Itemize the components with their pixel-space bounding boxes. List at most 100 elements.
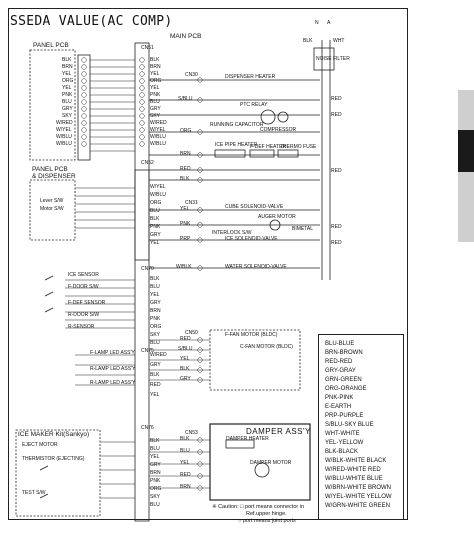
top-blk: BLK	[303, 38, 313, 44]
cn51-wire-5: YEL	[150, 85, 160, 91]
f-def-heater-label: F-DEF HEATER	[250, 144, 287, 150]
red-label-5: RED	[331, 240, 342, 246]
lamp-wire-4: RED	[150, 382, 161, 388]
power-wire-2: ORG	[180, 128, 192, 134]
legend-item: W/BRN-WHITE BROWN	[325, 485, 391, 491]
legend-item: S/BLU-SKY BLUE	[325, 422, 374, 428]
main-pcb-strip	[134, 42, 150, 522]
lever-sw-label: Lever S/W	[40, 198, 64, 204]
thermo-fuse-label: THERMO FUSE	[280, 144, 317, 150]
damper-wire-3: YEL	[180, 460, 190, 466]
lamp-wire-2: GRY	[150, 362, 161, 368]
running-capacitor-label: RUNNING CAPACITOR	[210, 122, 264, 128]
legend-item: GRY-GRAY	[325, 368, 356, 374]
dispenser-heater-label: DISPENSER HEATER	[225, 74, 276, 80]
ice-wire-6: PNK	[150, 478, 161, 484]
compressor-label: COMPRESSOR	[260, 127, 297, 133]
fan-wire-1: RED	[180, 336, 191, 342]
f-def-sensor-label: F-DEF SENSOR	[68, 300, 106, 306]
panel-wire-6: PNK	[62, 92, 73, 98]
power-wire-1: S/BLU	[178, 96, 193, 102]
red-label-3: RED	[331, 168, 342, 174]
disp-wire-8: YEL	[150, 240, 160, 246]
sensor-wire-9: BLU	[150, 340, 160, 346]
sensor-wire-7: ORG	[150, 324, 162, 330]
legend-item: E-EARTH	[325, 404, 352, 410]
panel-wire-3: YEL	[62, 71, 72, 77]
caution-prefix: ※ Caution:	[212, 504, 239, 510]
legend-item: YEL-YELLOW	[325, 440, 364, 446]
panel-pcb-label: PANEL PCB	[33, 42, 69, 49]
legend-item: RED-RED	[325, 359, 353, 365]
damper-wire-5: BRN	[180, 484, 191, 490]
ice-sensor-label: ICE SENSOR	[68, 272, 99, 278]
water-solenoid-label: WATER SOLENOID-VALVE	[225, 264, 287, 270]
cn51-wire-6: PNK	[150, 92, 161, 98]
damper-wire-2: BLU	[180, 448, 190, 454]
sensor-wire-8: SKY	[150, 332, 161, 338]
panel-wire-13: W/BLU	[56, 141, 72, 147]
legend-item: W/YEL-WHITE YELLOW	[325, 494, 392, 500]
cn51-wire-1: BLK	[150, 57, 160, 63]
damper-wire-1: BLK	[180, 436, 190, 442]
legend-item: GRN-GREEN	[325, 377, 362, 383]
disp-wire-4: BLU	[150, 208, 160, 214]
panel-wire-1: BLK	[62, 57, 72, 63]
cn51-wire-3: YEL	[150, 71, 160, 77]
f-lamp-label: F-LAMP LED ASS'Y	[90, 350, 135, 356]
sensor-wire-1: BLK	[150, 276, 160, 282]
cn51-wire-13: W/BLU	[150, 141, 166, 147]
ptc-relay-label: PTC RELAY	[240, 102, 268, 108]
thermistor-label: THERMISTOR (EJECTING)	[22, 456, 85, 462]
r-sensor-label: R-SENSOR	[68, 324, 95, 330]
disp-wire-3: ORG	[150, 200, 162, 206]
red-label-2: RED	[331, 112, 342, 118]
legend-item: W/RED-WHITE RED	[325, 467, 381, 473]
disp-wire-5: BLK	[150, 216, 160, 222]
damper-heater-label: DAMPER HEATER	[226, 436, 269, 442]
noise-filter-box	[313, 47, 335, 71]
power-wire-5: BLK	[180, 176, 190, 182]
main-pcb-label: MAIN PCB	[170, 33, 202, 40]
top-wht: WHT	[333, 38, 345, 44]
connector-cn76: CN76	[141, 425, 154, 431]
connector-cn70: CN70	[141, 266, 154, 272]
ice-wire-7: ORG	[150, 486, 162, 492]
fan-wire-4: BLK	[180, 366, 190, 372]
legend-item: ORG-ORANGE	[325, 386, 367, 392]
lamp-wire-1: W/RED	[150, 352, 167, 358]
motor-sw-label: Motor S/W	[40, 206, 64, 212]
ice-wire-3: YEL	[150, 454, 160, 460]
sensor-wire-6: PNK	[150, 316, 161, 322]
eject-motor-label: EJECT MOTOR	[22, 442, 58, 448]
square-port-icon: □	[240, 504, 244, 510]
connector-cn53: CN53	[185, 430, 198, 436]
caution-line-2: Ref.upper hinge.	[246, 511, 287, 517]
connector-cn75: CN75	[141, 348, 154, 354]
ice-maker-box	[15, 429, 101, 517]
power-wire-7: PNK	[180, 221, 191, 227]
ice-wire-9: BLU	[150, 502, 160, 508]
terminal-n: N	[315, 20, 319, 26]
power-wire-9: W/BLK	[176, 264, 192, 270]
connector-cn52: CN52	[141, 160, 154, 166]
c-fan-motor-label: C-FAN MOTOR (BLDC)	[240, 344, 293, 350]
legend-item: W/GRN-WHITE GREEN	[325, 503, 390, 509]
legend-item: PRP-PURPLE	[325, 413, 364, 419]
auger-motor-label: AUGER MOTOR	[258, 214, 296, 220]
legend-item: BRN-BROWN	[325, 350, 363, 356]
color-legend: BLU-BLUE BRN-BROWN RED-RED GRY-GRAY GRN-…	[318, 334, 404, 520]
f-fan-motor-label: F-FAN MOTOR (BLDC)	[225, 332, 278, 338]
disp-wire-7: GRY	[150, 232, 161, 238]
panel-wire-4: ORG	[62, 78, 74, 84]
diagram-title: SSEDA VALUE(AC COMP)	[10, 14, 173, 29]
panel-pcb-connector	[77, 54, 91, 161]
connector-cn30: CN30	[185, 72, 198, 78]
caution-line-3: port means joint ports	[242, 518, 296, 524]
caution-line-1: port means connector in	[245, 504, 305, 510]
panel-wire-9: SKY	[62, 113, 73, 119]
cn51-wire-9: SKY	[150, 113, 161, 119]
ice-wire-8: SKY	[150, 494, 161, 500]
circle-port-icon: ○	[238, 518, 242, 524]
